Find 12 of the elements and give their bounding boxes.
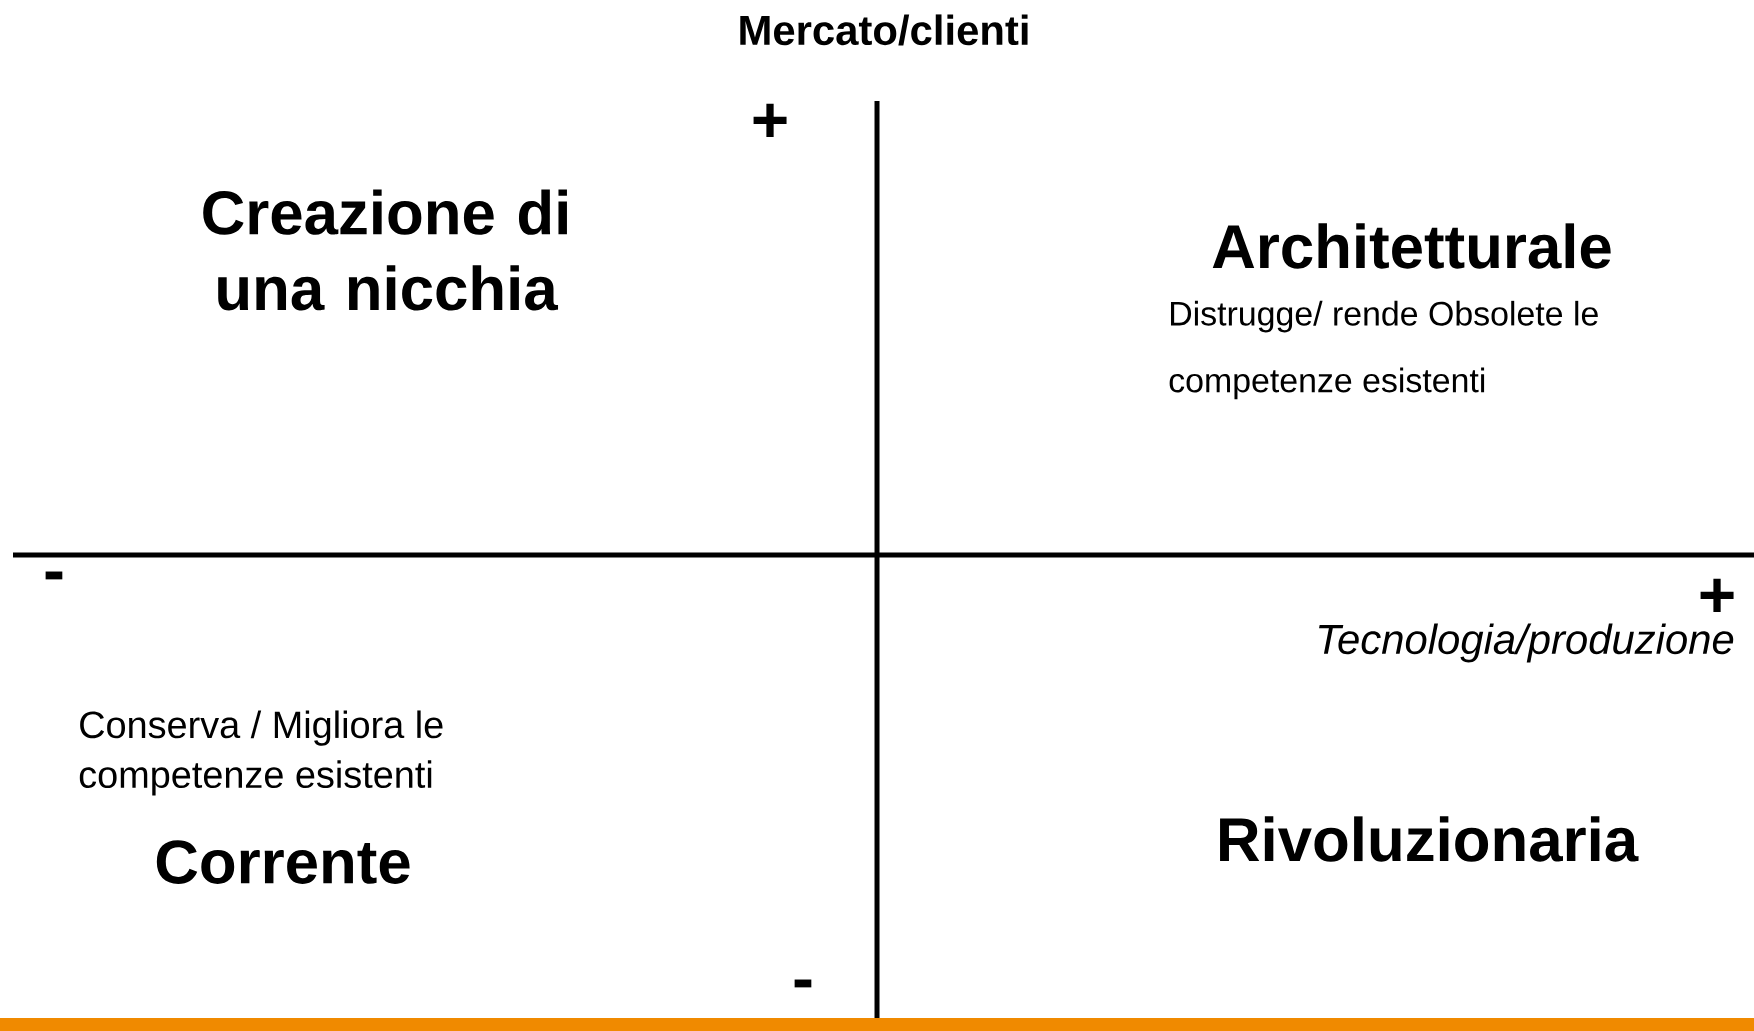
- quadrant-title: Corrente: [156, 840, 410, 884]
- minus-sign: -: [45, 571, 63, 580]
- quadrant-title: Rivoluzionaria: [1220, 816, 1639, 862]
- plus-sign: +: [1700, 578, 1734, 613]
- quadrant-description: Conserva / Migliora le competenze esistenti: [79, 710, 443, 796]
- axis-label: Tecnologia/produzione: [1319, 623, 1734, 663]
- quadrant-title: Creazione di una nicchia: [203, 189, 567, 311]
- plus-sign: +: [753, 103, 787, 138]
- minus-sign: -: [794, 979, 812, 988]
- quadrant-description: Distrugge/ rende Obsolete le competenze esistenti: [1169, 300, 1598, 400]
- quadrant-title: Architetturale: [1212, 223, 1611, 269]
- axis-label: Mercato/clienti: [740, 14, 1028, 46]
